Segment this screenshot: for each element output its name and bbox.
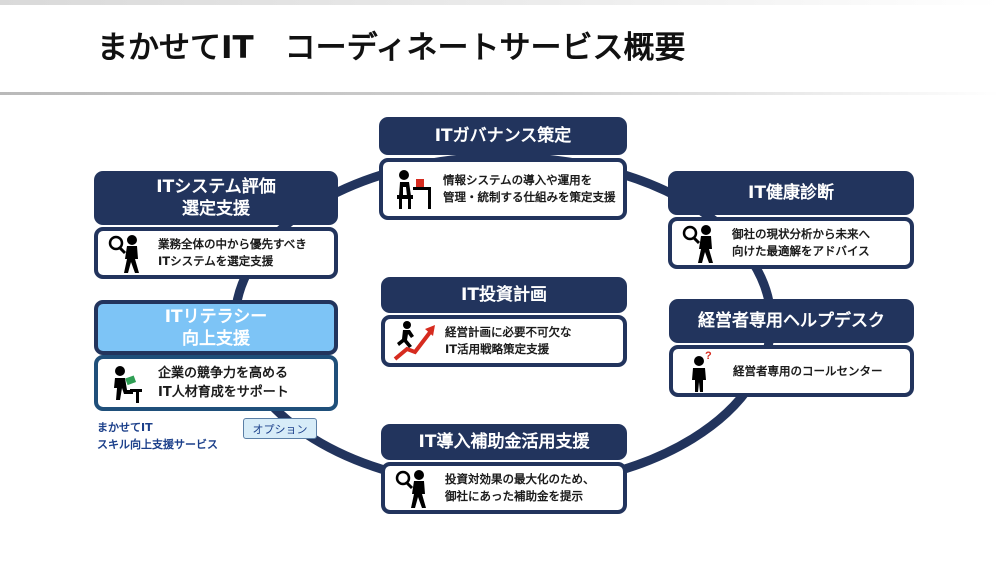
- card-it-health-check-desc: 御社の現状分析から未来へ 向けた最適解をアドバイス: [732, 226, 870, 260]
- card-it-governance[interactable]: ITガバナンス策定 情報システムの導入や運用を 管理・統制する仕組みを策定支援: [379, 117, 627, 220]
- card-it-system-evaluation-line-1: 業務全体の中から優先すべき: [158, 237, 307, 251]
- card-it-literacy-line-2: IT人材育成をサポート: [158, 385, 289, 400]
- card-it-literacy-line-1: 企業の競争力を高める: [158, 366, 289, 381]
- card-it-health-check-line-1: 御社の現状分析から未来へ: [732, 227, 870, 241]
- card-it-investment-plan-line-2: IT活用戦略策定支援: [445, 342, 550, 356]
- card-it-system-evaluation-desc: 業務全体の中から優先すべき ITシステムを選定支援: [158, 236, 307, 270]
- svg-text:?: ?: [705, 350, 712, 362]
- card-executive-helpdesk[interactable]: 経営者専用ヘルプデスク ? 経営者専用のコールセンター: [669, 299, 914, 397]
- card-it-subsidy-title: IT導入補助金活用支援: [381, 424, 627, 460]
- skill-service-note: まかせてIT スキル向上支援サービス: [97, 419, 218, 453]
- card-it-health-check-body: 御社の現状分析から未来へ 向けた最適解をアドバイス: [668, 217, 914, 269]
- card-it-literacy-desc: 企業の競争力を高める IT人材育成をサポート: [158, 364, 289, 402]
- card-it-subsidy[interactable]: IT導入補助金活用支援 投資対効果の最大化のため、 御社にあった補助金を提示: [381, 424, 627, 514]
- card-it-health-check-line-2: 向けた最適解をアドバイス: [732, 244, 870, 258]
- card-it-governance-title: ITガバナンス策定: [379, 117, 627, 155]
- card-it-literacy[interactable]: ITリテラシー 向上支援 企業の競争力を高める IT人材育成をサポート: [94, 300, 338, 411]
- card-it-subsidy-line-2: 御社にあった補助金を提示: [445, 489, 583, 503]
- skill-service-note-line-1: まかせてIT: [97, 421, 153, 434]
- card-it-system-evaluation-title: ITシステム評価 選定支援: [94, 171, 338, 225]
- card-it-health-check-title: IT健康診断: [668, 171, 914, 215]
- magnifier-person-icon: [106, 231, 150, 275]
- magnifier-person-icon: [680, 221, 724, 265]
- magnifier-person-icon: [393, 466, 437, 510]
- card-it-investment-plan-title: IT投資計画: [381, 277, 627, 313]
- card-it-investment-plan-line-1: 経営計画に必要不可欠な: [445, 325, 572, 339]
- card-it-investment-plan[interactable]: IT投資計画 経営計画に必要不可欠な IT活用戦略策定支援: [381, 277, 627, 367]
- card-it-investment-plan-desc: 経営計画に必要不可欠な IT活用戦略策定支援: [445, 324, 572, 358]
- card-it-system-evaluation-title-line-1: ITシステム評価: [156, 177, 276, 197]
- card-it-literacy-title-line-1: ITリテラシー: [164, 306, 268, 327]
- card-it-subsidy-line-1: 投資対効果の最大化のため、: [445, 472, 595, 486]
- skill-service-note-line-2: スキル向上支援サービス: [97, 438, 218, 451]
- running-growth-chart-icon: [393, 319, 437, 363]
- card-it-governance-desc: 情報システムの導入や運用を 管理・統制する仕組みを策定支援: [443, 172, 616, 206]
- card-executive-helpdesk-line-1: 経営者専用のコールセンター: [733, 363, 883, 378]
- person-at-desk-icon: [391, 167, 435, 211]
- card-it-system-evaluation[interactable]: ITシステム評価 選定支援 業務全体の中から優先すべき ITシステムを選定支援: [94, 171, 338, 279]
- card-it-governance-body: 情報システムの導入や運用を 管理・統制する仕組みを策定支援: [379, 158, 627, 220]
- card-executive-helpdesk-title: 経営者専用ヘルプデスク: [669, 299, 914, 343]
- card-executive-helpdesk-desc: 経営者専用のコールセンター: [733, 363, 883, 380]
- question-person-icon: ?: [681, 349, 725, 393]
- card-it-subsidy-desc: 投資対効果の最大化のため、 御社にあった補助金を提示: [445, 471, 595, 505]
- page-title: まかせてIT コーディネートサービス概要: [97, 30, 686, 66]
- option-button[interactable]: オプション: [243, 418, 317, 439]
- card-it-governance-line-2: 管理・統制する仕組みを策定支援: [443, 190, 616, 204]
- card-it-system-evaluation-title-line-2: 選定支援: [182, 199, 250, 219]
- title-divider: [0, 92, 1000, 95]
- card-it-governance-line-1: 情報システムの導入や運用を: [443, 173, 593, 187]
- card-executive-helpdesk-body: ? 経営者専用のコールセンター: [669, 345, 914, 397]
- card-it-literacy-title-line-2: 向上支援: [182, 328, 250, 349]
- card-it-health-check[interactable]: IT健康診断 御社の現状分析から未来へ 向けた最適解をアドバイス: [668, 171, 914, 269]
- card-it-literacy-body: 企業の競争力を高める IT人材育成をサポート: [94, 355, 338, 411]
- card-it-investment-plan-body: 経営計画に必要不可欠な IT活用戦略策定支援: [381, 315, 627, 367]
- person-reading-icon: [106, 361, 150, 405]
- card-it-literacy-title: ITリテラシー 向上支援: [94, 300, 338, 355]
- card-it-system-evaluation-line-2: ITシステムを選定支援: [158, 254, 274, 268]
- card-it-subsidy-body: 投資対効果の最大化のため、 御社にあった補助金を提示: [381, 462, 627, 514]
- top-accent-bar: [0, 0, 1000, 5]
- card-it-system-evaluation-body: 業務全体の中から優先すべき ITシステムを選定支援: [94, 227, 338, 279]
